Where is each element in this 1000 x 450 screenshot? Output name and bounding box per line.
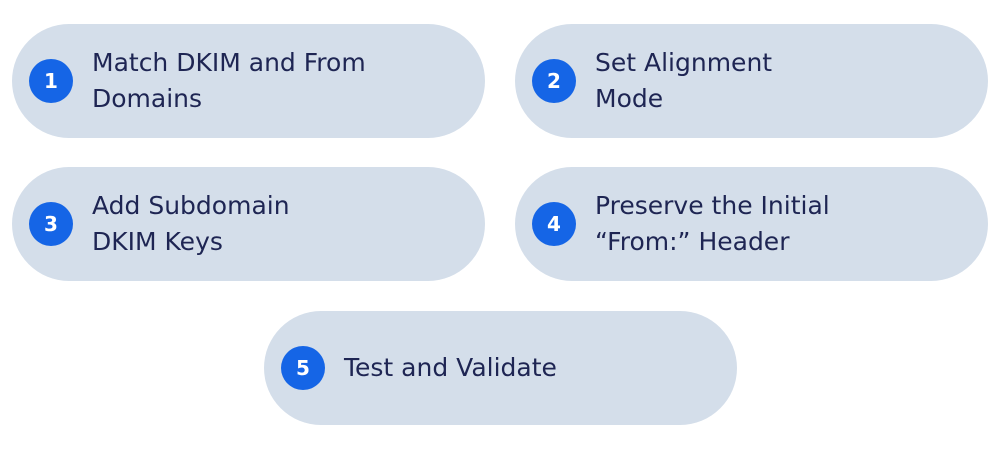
step-label: Match DKIM and From Domains <box>92 48 366 113</box>
step-number-badge: 1 <box>29 59 73 103</box>
step-number-badge: 2 <box>532 59 576 103</box>
step-number-badge: 5 <box>281 346 325 390</box>
step-label: Preserve the Initial “From:” Header <box>595 191 830 256</box>
step-label: Add Subdomain DKIM Keys <box>92 191 290 256</box>
step-3-add-subdomain-dkim-keys: 3 Add Subdomain DKIM Keys <box>12 167 485 281</box>
step-number-badge: 4 <box>532 202 576 246</box>
step-4-preserve-from-header: 4 Preserve the Initial “From:” Header <box>515 167 988 281</box>
step-number-badge: 3 <box>29 202 73 246</box>
step-2-set-alignment-mode: 2 Set Alignment Mode <box>515 24 988 138</box>
step-1-match-dkim-from-domains: 1 Match DKIM and From Domains <box>12 24 485 138</box>
step-5-test-and-validate: 5 Test and Validate <box>264 311 737 425</box>
step-label: Test and Validate <box>344 353 557 382</box>
step-label: Set Alignment Mode <box>595 48 773 113</box>
